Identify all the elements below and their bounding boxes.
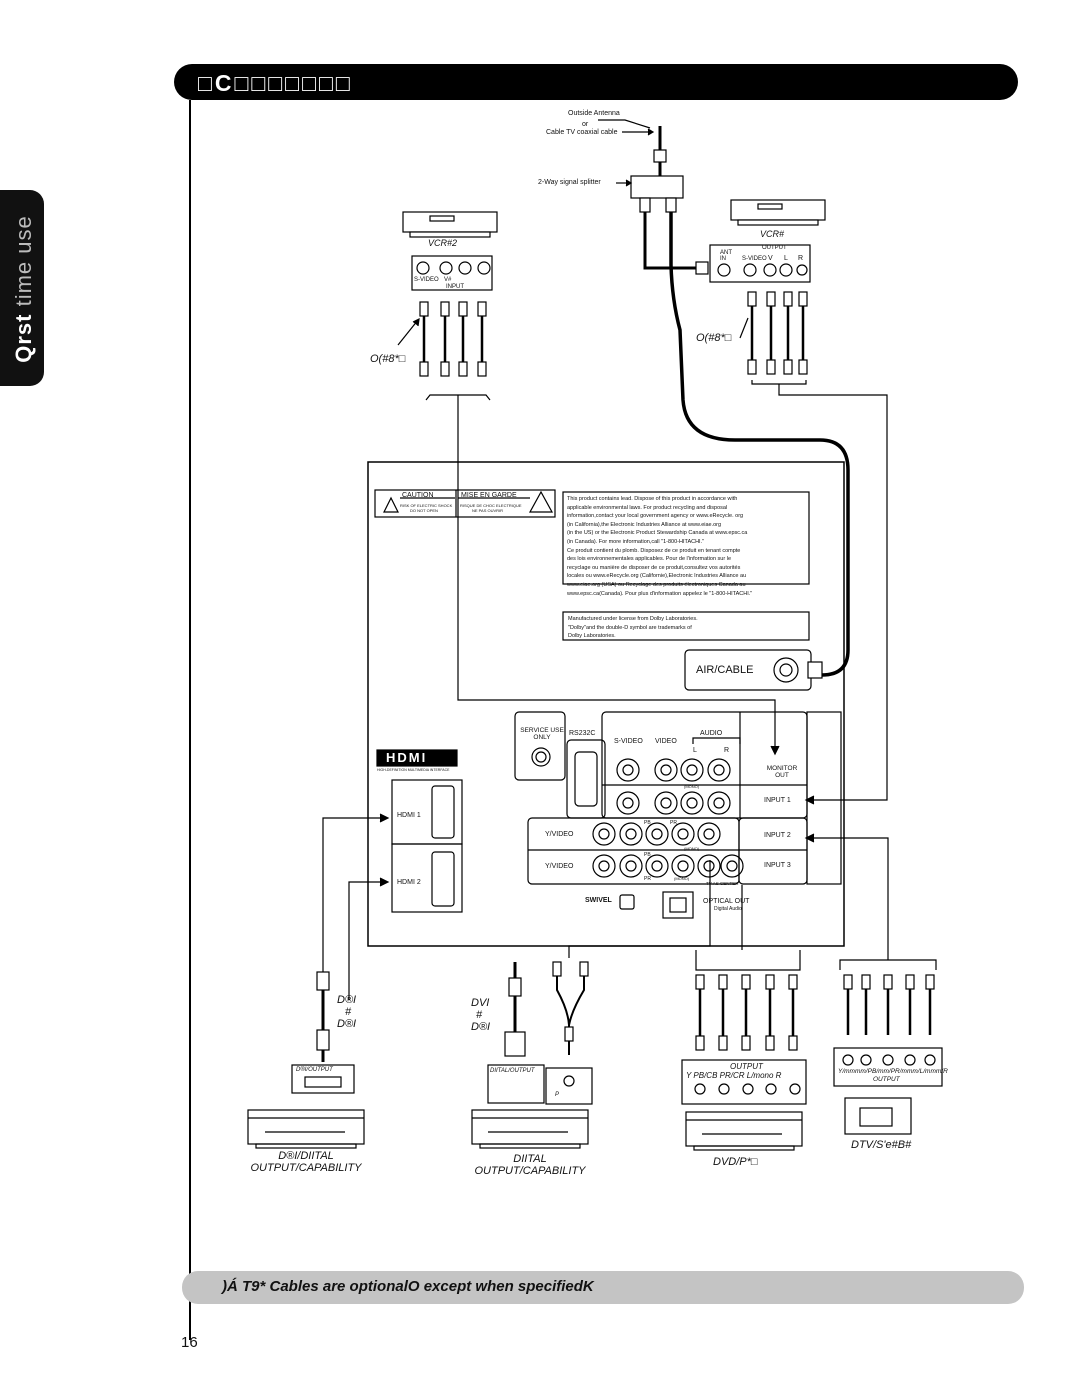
dtv-ports: Y/mmmm/PB/mm/PR/mmm/L/mmm/R xyxy=(838,1068,948,1075)
vcr2-cable-label: O(#8*□ xyxy=(370,353,406,365)
vcr1-name: VCR# xyxy=(760,229,785,239)
hdmi-dev-port: D®I/OUTPUT xyxy=(296,1067,333,1073)
vcr2-svideo: S-VIDEO xyxy=(414,277,439,283)
hdmi-logo-sub: HIGH-DEFINITION MULTIMEDIA INTERFACE xyxy=(377,768,450,772)
lead-line: (in California),the Electronic Industrie… xyxy=(567,521,722,528)
dvi-cable-label-1: DVI xyxy=(471,997,490,1009)
splitter-label: 2-Way signal splitter xyxy=(538,179,601,186)
hdmi2-label: HDMI 2 xyxy=(397,879,421,886)
vcr2-name: VCR#2 xyxy=(428,238,458,248)
lead-line: recyclage ou manière de disposer de ce p… xyxy=(567,564,741,571)
dvi-dev-port: DIITAL/OUTPUT xyxy=(490,1068,535,1074)
yvideo-label-1: Y/VIDEO xyxy=(545,831,574,838)
input1-label: INPUT 1 xyxy=(764,797,791,804)
mono-label-1: (MONO) xyxy=(684,784,700,789)
rs232c-label: RS232C xyxy=(569,730,596,737)
digital-audio-label: Digital Audio xyxy=(714,906,742,912)
mono-label-2: (MONO) xyxy=(684,846,700,851)
lead-line: Ce produit contient du plomb. Disposez d… xyxy=(567,547,741,554)
air-cable-label: AIR/CABLE xyxy=(696,664,754,676)
dvd-ports: Y PB/CB PR/CR L/mono R xyxy=(686,1071,782,1080)
page-number: 16 xyxy=(181,1334,198,1351)
input3-label: INPUT 3 xyxy=(764,862,791,869)
garde-sub-1: RISQUE DE CHOC ELECTRIQUE xyxy=(460,503,522,508)
dvi-cable-label-3: D®I xyxy=(471,1021,491,1033)
note-bar xyxy=(182,1271,1024,1304)
audio-r-label: R xyxy=(724,747,730,754)
vertical-rule xyxy=(189,100,191,1340)
dvd-output: OUTPUT xyxy=(730,1062,763,1071)
yvideo-label-2: Y/VIDEO xyxy=(545,863,574,870)
vcr1-r: R xyxy=(798,255,804,262)
caution-sub-2: DO NOT OPEN xyxy=(410,508,438,513)
hdmi-cable-label-2: # xyxy=(345,1006,352,1018)
optical-out-label: OPTICAL OUT xyxy=(703,898,750,905)
swivel-label: SWIVEL xyxy=(585,897,612,904)
lead-notice: This product contains lead. Dispose of t… xyxy=(567,495,807,598)
vcr1-l: L xyxy=(784,255,788,262)
lead-line: (in the US) or the Electronic Product St… xyxy=(567,530,748,537)
lead-line: information,contact your local governmen… xyxy=(567,513,744,520)
hdmi1-label: HDMI 1 xyxy=(397,812,421,819)
vcr2-input: INPUT xyxy=(446,284,464,290)
hdmi-dev-name-2: OUTPUT/CAPABILITY xyxy=(250,1162,362,1174)
note-text: )Á T9* Cables are optionalO except when … xyxy=(222,1278,594,1295)
lead-line: des lois environnementales applicables. … xyxy=(567,556,732,563)
audio-label: AUDIO xyxy=(700,730,723,737)
mono-label-3: (MONO) xyxy=(674,876,690,881)
caution-sub-1: RISK OF ELECTRIC SHOCK xyxy=(400,503,453,508)
header-bar xyxy=(174,64,1018,100)
dolby-line: Dolby Laboratories. xyxy=(568,633,616,640)
audio-l-label: L xyxy=(693,747,697,754)
page-title: □C□□□□□□□ xyxy=(198,70,353,96)
hdmi-cable-label-3: D®I xyxy=(337,1018,357,1030)
antenna-label-2: or xyxy=(582,121,589,128)
input2-label: INPUT 2 xyxy=(764,832,791,839)
pb-label-1: PB xyxy=(644,820,651,826)
hdmi-dev-name-1: D®I/DIITAL xyxy=(278,1150,334,1162)
tv-as-center-label: TV AS CENTER xyxy=(706,881,739,886)
pr-label-1: PR xyxy=(670,820,677,826)
pb-label-2: PB xyxy=(644,852,651,858)
antenna-label-1: Outside Antenna xyxy=(568,110,620,117)
lead-line: www.epsc.ca(Canada). Pour plus d'informa… xyxy=(567,590,753,597)
vcr1-ant: ANT xyxy=(720,250,732,256)
lead-line: www.eiae.org (USA) ou Recyclage des prod… xyxy=(567,581,746,588)
service-label: SERVICE USE ONLY xyxy=(520,727,564,741)
vcr2-va: V# xyxy=(444,277,452,283)
garde-sub-2: NE PAS OUVRIR xyxy=(472,508,504,513)
section-tab xyxy=(0,190,44,386)
dolby-line: "Dolby"and the double-D symbol are trade… xyxy=(568,624,692,631)
dvd-name: DVD/P*□ xyxy=(713,1156,758,1168)
vcr1-v: V xyxy=(768,255,773,262)
vcr1-in: IN xyxy=(720,256,726,262)
dvi-dev-name-2: OUTPUT/CAPABILITY xyxy=(474,1165,586,1177)
mise-en-garde-label: MISE EN GARDE xyxy=(461,492,517,499)
lead-line: This product contains lead. Dispose of t… xyxy=(567,496,738,502)
dolby-line: Manufactured under license from Dolby La… xyxy=(568,616,698,622)
dtv-name: DTV/S'e#B# xyxy=(851,1139,912,1151)
caution-label: CAUTION xyxy=(402,492,434,499)
lead-line: applicable environmental laws. For produ… xyxy=(567,504,728,511)
dvi-dev-audio: P xyxy=(555,1092,560,1098)
dvi-dev-name-1: DIITAL xyxy=(513,1153,547,1165)
hdmi-cable-label-1: D®I xyxy=(337,994,357,1006)
svideo-label: S-VIDEO xyxy=(614,738,643,745)
vcr1-cable-label: O(#8*□ xyxy=(696,332,732,344)
dvi-cable-label-2: # xyxy=(476,1009,483,1021)
dtv-output: OUTPUT xyxy=(873,1076,900,1083)
dolby-notice: Manufactured under license from Dolby La… xyxy=(568,615,804,641)
lead-line: (in Canada). For more information,call "… xyxy=(567,538,705,545)
vcr1-output: OUTPUT xyxy=(762,245,787,251)
video-label: VIDEO xyxy=(655,738,677,745)
monitor-out-label: MONITOR OUT xyxy=(766,765,798,779)
pr-label-2: PR xyxy=(644,876,651,882)
antenna-label-3: Cable TV coaxial cable xyxy=(546,129,618,136)
vcr1-svideo: S-VIDEO xyxy=(742,256,767,262)
lead-line: locales ou www.eRecycle.org (Californie)… xyxy=(567,573,747,580)
hdmi-logo: HDMI xyxy=(386,750,428,765)
